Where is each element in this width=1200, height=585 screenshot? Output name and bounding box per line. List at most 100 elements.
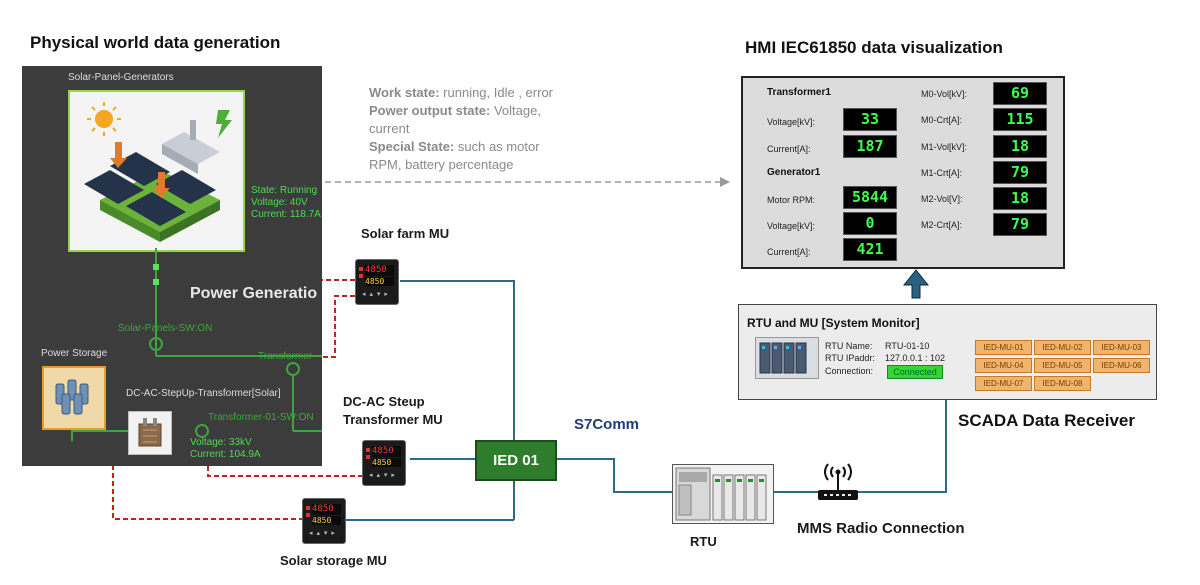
hmi-right-display: 115 [993, 108, 1047, 131]
data-flow-arrowhead [720, 177, 730, 187]
mu-tag[interactable]: IED-MU-01 [975, 340, 1032, 355]
dcac-mu-label-line2: Transformer MU [343, 412, 443, 427]
mu-keypad: ◂ ▴ ▾ ▸ [309, 530, 336, 537]
mu-display-line2: 4850 [365, 277, 394, 286]
mu-tag[interactable]: IED-MU-02 [1034, 340, 1091, 355]
rtu-ip-value: 127.0.0.1 : 102 [885, 353, 946, 363]
solar-switch-text: Solar-Panels-SW:ON [118, 323, 213, 334]
rtu-system-monitor: RTU and MU [System Monitor] RTU Name: RT… [738, 304, 1157, 400]
stepup-transformer-label: DC-AC-StepUp-Transformer[Solar] [126, 388, 281, 399]
ied-01-box[interactable]: IED 01 [475, 440, 557, 481]
mu-display-line1: 4850 [372, 446, 401, 457]
sensor-line-storage [112, 465, 302, 520]
hmi-right-label: M0-Crt[A]: [921, 115, 963, 125]
heading-hmi: HMI IEC61850 data visualization [745, 38, 1003, 57]
panel-title: Solar-Panel-Generators [68, 72, 174, 83]
hmi-right-display: 79 [993, 161, 1047, 184]
storage-mu-label: Solar storage MU [280, 553, 387, 568]
mu-display-line2: 4850 [372, 458, 401, 467]
state-info-text: Work state: running, Idle , error Power … [369, 84, 599, 174]
rtu-name-value: RTU-01-10 [885, 341, 930, 351]
protocol-label: S7Comm [574, 416, 640, 433]
mu-tag[interactable]: IED-MU-04 [975, 358, 1032, 373]
hmi-right-display: 18 [993, 187, 1047, 210]
monitor-title: RTU and MU [System Monitor] [747, 316, 920, 330]
solar-state-text: State: Running [251, 185, 318, 196]
connection-status-badge: Connected [887, 365, 943, 379]
hmi-label-current-a-2: Current[A]: [767, 247, 811, 257]
hmi-display-transformer-current: 187 [843, 135, 897, 158]
heading-physical-world: Physical world data generation [30, 33, 281, 52]
mu-keypad: ◂ ▴ ▾ ▸ [362, 291, 389, 298]
hmi-label-voltage-kv: Voltage[kV]: [767, 117, 816, 127]
connection-key: Connection: [825, 366, 874, 376]
hmi-label-motor-rpm: Motor RPM: [767, 195, 816, 205]
rtu-label: RTU [690, 534, 717, 549]
hmi-panel: Transformer1 Voltage[kV]: 33 Current[A]:… [741, 76, 1065, 269]
power-generation-label: Power Generatio [190, 285, 318, 302]
battery-icon [42, 366, 106, 430]
solar-current-text: Current: 118.7A [251, 209, 321, 220]
transformer-icon [128, 411, 172, 455]
power-state-value-1: Voltage, [490, 103, 541, 118]
radio-connection-label: MMS Radio Connection [797, 520, 965, 537]
hmi-generator-title: Generator1 [767, 167, 821, 178]
work-state-key: Work state: [369, 85, 440, 100]
hmi-right-display: 69 [993, 82, 1047, 105]
special-state-value-2: RPM, battery percentage [369, 157, 514, 172]
mu-keypad: ◂ ▴ ▾ ▸ [369, 472, 396, 479]
hmi-right-label: M1-Vol[kV]: [921, 142, 968, 152]
mu-tag[interactable]: IED-MU-06 [1093, 358, 1150, 373]
transformer-voltage-text: Voltage: 33kV [190, 437, 252, 448]
hmi-right-label: M2-Vol[V]: [921, 194, 963, 204]
link-ied-rtu [553, 458, 672, 493]
link-radio-monitor [857, 398, 947, 493]
hmi-display-generator-voltage: 0 [843, 212, 897, 235]
solar-farm-mu-device[interactable]: 4850 4850 ◂ ▴ ▾ ▸ [355, 259, 399, 305]
heading-scada: SCADA Data Receiver [958, 411, 1135, 430]
special-state-value-1: such as motor [454, 139, 540, 154]
up-arrow-icon [902, 269, 930, 299]
transformer-switch-text: Transformer-01-SW:ON [208, 412, 314, 423]
hmi-label-voltage-kv-2: Voltage[kV]: [767, 221, 816, 231]
rtu-ip-key: RTU IPaddr: [825, 353, 875, 363]
solar-voltage-text: Voltage: 40V [251, 197, 308, 208]
rtu-name-key: RTU Name: [825, 341, 873, 351]
work-state-value: running, Idle , error [439, 85, 554, 100]
mu-display-line1: 4850 [365, 265, 394, 276]
hmi-display-transformer-voltage: 33 [843, 108, 897, 131]
radio-router-icon[interactable] [816, 458, 860, 504]
hmi-right-display: 79 [993, 213, 1047, 236]
hmi-right-label: M2-Crt[A]: [921, 220, 963, 230]
hmi-right-display: 18 [993, 135, 1047, 158]
mu-tag[interactable]: IED-MU-08 [1034, 376, 1091, 391]
transformer-current-text: Current: 104.9A [190, 449, 261, 460]
solar-farm-illustration [68, 90, 245, 252]
sensor-line-solar-2 [262, 295, 355, 358]
special-state-key: Special State: [369, 139, 455, 154]
rtu-rack-icon [755, 337, 819, 379]
mu-display-line2: 4850 [312, 516, 341, 525]
mu-tag[interactable]: IED-MU-03 [1093, 340, 1150, 355]
mu-display-line1: 4850 [312, 504, 341, 515]
hmi-display-generator-current: 421 [843, 238, 897, 261]
hmi-right-label: M1-Crt[A]: [921, 168, 963, 178]
power-bus-lines [71, 248, 322, 441]
hmi-label-current-a: Current[A]: [767, 144, 811, 154]
physical-world-panel: Solar-Panel-Generators [22, 66, 322, 466]
power-storage-label: Power Storage [41, 348, 108, 359]
solar-farm-icon [84, 102, 232, 242]
hmi-display-motor-rpm: 5844 [843, 186, 897, 209]
dcac-mu-device[interactable]: 4850 4850 ◂ ▴ ▾ ▸ [362, 440, 406, 486]
hmi-transformer-title: Transformer1 [767, 87, 831, 98]
storage-mu-device[interactable]: 4850 4850 ◂ ▴ ▾ ▸ [302, 498, 346, 544]
transformer-cut-text: Transformer [258, 351, 313, 362]
rtu-device-icon[interactable] [672, 464, 774, 524]
power-state-key: Power output state: [369, 103, 491, 118]
hmi-right-label: M0-Vol[kV]: [921, 89, 968, 99]
dcac-mu-label-line1: DC-AC Steup [343, 394, 425, 409]
power-state-value-2: current [369, 121, 410, 136]
mu-tag[interactable]: IED-MU-07 [975, 376, 1032, 391]
solar-farm-mu-label: Solar farm MU [361, 226, 450, 241]
mu-tag[interactable]: IED-MU-05 [1034, 358, 1091, 373]
